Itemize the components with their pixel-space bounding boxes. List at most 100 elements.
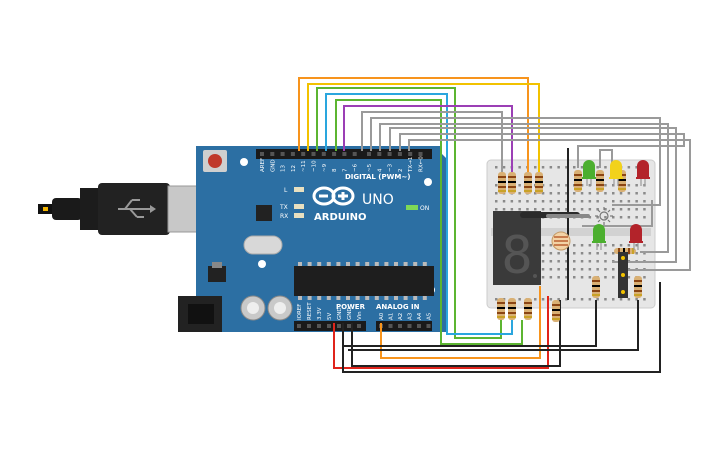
bb-hole bbox=[495, 184, 498, 187]
reset-button-cap[interactable] bbox=[208, 154, 222, 168]
bb-rail-hole bbox=[549, 298, 553, 301]
power-header-label: POWER bbox=[336, 303, 366, 311]
digital-pin-hole[interactable] bbox=[311, 152, 316, 156]
bb-hole bbox=[596, 208, 599, 211]
power-pin-hole[interactable] bbox=[297, 324, 301, 328]
power-pin-hole[interactable] bbox=[347, 324, 351, 328]
bb-hole bbox=[565, 192, 568, 195]
resistor-band bbox=[618, 184, 626, 186]
resistor bbox=[552, 300, 560, 322]
bb-hole bbox=[541, 184, 545, 187]
digital-pin-hole[interactable] bbox=[377, 152, 382, 156]
resistor-band bbox=[535, 190, 543, 192]
usb-icon bbox=[118, 199, 156, 218]
bb-hole bbox=[612, 268, 615, 271]
bb-hole bbox=[580, 276, 584, 279]
bb-hole bbox=[596, 192, 599, 195]
chip-pin bbox=[355, 262, 360, 266]
bb-hole bbox=[573, 260, 576, 263]
resistor-band bbox=[497, 316, 505, 318]
chip-pin bbox=[307, 296, 312, 300]
bb-hole bbox=[604, 216, 607, 219]
resistor-band bbox=[596, 188, 604, 190]
led-green bbox=[582, 160, 596, 186]
digital-pin-hole[interactable] bbox=[387, 152, 392, 156]
power-pin-hole[interactable] bbox=[317, 324, 321, 328]
resistor-band bbox=[508, 312, 516, 314]
bb-hole bbox=[596, 252, 599, 255]
analog-pin-hole[interactable] bbox=[407, 324, 412, 328]
bb-hole bbox=[573, 200, 576, 203]
resistor-band bbox=[498, 186, 506, 188]
power-pin-label: 5V bbox=[327, 313, 333, 320]
bb-hole bbox=[604, 200, 607, 203]
digital-pin-hole[interactable] bbox=[301, 152, 306, 156]
wire-black-gnd2 bbox=[351, 300, 561, 367]
power-pin-hole[interactable] bbox=[357, 324, 361, 328]
bb-hole bbox=[588, 252, 592, 255]
analog-pin-hole[interactable] bbox=[417, 324, 421, 328]
rx-led bbox=[294, 213, 304, 218]
resistor-band bbox=[535, 176, 543, 178]
digital-pin-hole[interactable] bbox=[290, 152, 295, 156]
bb-hole bbox=[549, 252, 553, 255]
seven-segment-display: 8 bbox=[493, 211, 541, 286]
bb-hole bbox=[541, 252, 545, 255]
digital-pin-hole[interactable] bbox=[397, 152, 402, 156]
digital-pin-hole[interactable] bbox=[367, 152, 371, 156]
analog-pin-hole[interactable] bbox=[426, 324, 431, 328]
digital-pin-hole[interactable] bbox=[352, 152, 357, 156]
bb-hole bbox=[627, 192, 631, 195]
resistor-band bbox=[618, 248, 620, 254]
digital-pin-label: 8 bbox=[332, 168, 338, 172]
led-dome bbox=[610, 160, 622, 178]
resistor-band bbox=[634, 285, 642, 287]
chip-pin bbox=[298, 262, 302, 266]
digital-pin-label: ~9 bbox=[322, 163, 328, 172]
digital-pin-hole[interactable] bbox=[418, 152, 423, 156]
digital-pin-hole[interactable] bbox=[408, 152, 413, 156]
bb-rail-hole bbox=[604, 166, 607, 169]
bb-rail-hole bbox=[580, 298, 584, 301]
resistor-band bbox=[592, 290, 600, 292]
power-pin-label: 3.3V bbox=[317, 307, 323, 320]
bb-hole bbox=[565, 200, 568, 203]
bb-hole bbox=[612, 216, 615, 219]
power-pin-hole[interactable] bbox=[307, 324, 311, 328]
chip-pin bbox=[355, 296, 360, 300]
digital-pin-hole[interactable] bbox=[270, 152, 275, 156]
bb-hole bbox=[549, 192, 553, 195]
resistor bbox=[524, 172, 532, 194]
resistor-band bbox=[498, 190, 506, 192]
bb-hole bbox=[526, 208, 529, 211]
resistor-band bbox=[535, 181, 543, 183]
power-pin-hole[interactable] bbox=[327, 324, 331, 328]
bb-hole bbox=[604, 260, 607, 263]
analog-pin-hole[interactable] bbox=[388, 324, 393, 328]
power-pin-hole[interactable] bbox=[337, 324, 341, 328]
analog-pin-label: A5 bbox=[427, 312, 433, 320]
resistor-band bbox=[497, 307, 505, 309]
bb-hole bbox=[588, 216, 592, 219]
bb-rail-hole bbox=[565, 298, 568, 301]
digital-pin-hole[interactable] bbox=[332, 152, 337, 156]
resistor-band bbox=[508, 176, 516, 178]
power-pin-label: IOREF bbox=[297, 304, 303, 320]
bb-hole bbox=[541, 200, 545, 203]
resistor-band bbox=[634, 290, 642, 292]
digital-pin-hole[interactable] bbox=[321, 152, 326, 156]
bb-hole bbox=[580, 192, 584, 195]
digital-pin-hole[interactable] bbox=[260, 152, 264, 156]
resistor bbox=[497, 298, 505, 320]
chip-pin bbox=[326, 296, 331, 300]
bb-hole bbox=[549, 260, 553, 263]
wire-gray-pin4 bbox=[389, 127, 677, 263]
resistor-band bbox=[524, 176, 532, 178]
wire-black-gnd3 bbox=[348, 300, 639, 351]
digital-pin-label: 13 bbox=[281, 165, 287, 172]
digital-pin-hole[interactable] bbox=[280, 152, 285, 156]
leds bbox=[582, 160, 650, 250]
analog-pin-hole[interactable] bbox=[398, 324, 402, 328]
digital-pin-hole[interactable] bbox=[342, 152, 347, 156]
bb-hole bbox=[604, 208, 607, 211]
